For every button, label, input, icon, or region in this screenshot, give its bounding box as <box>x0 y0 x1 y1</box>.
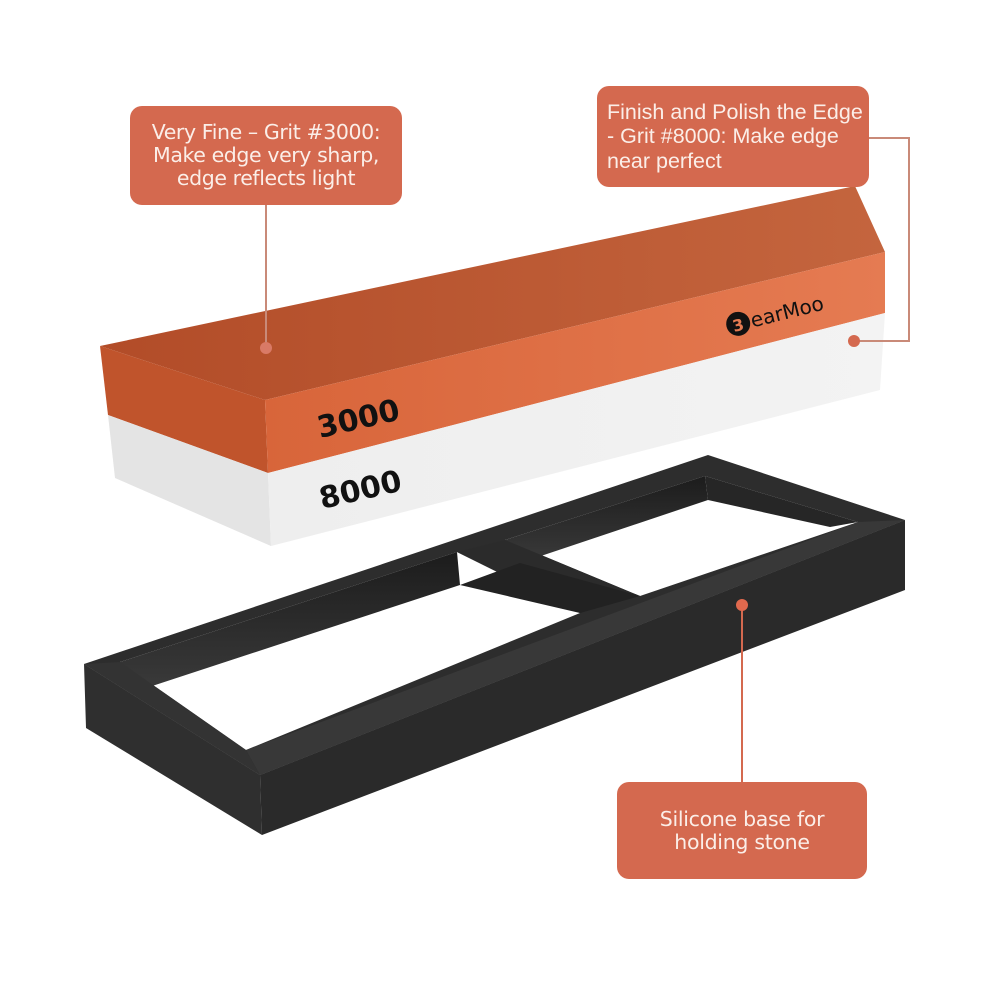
stone-front-white <box>268 313 885 546</box>
callout-grit-8000-text: Finish and Polish the Edge - Grit #8000:… <box>607 100 863 173</box>
base-inner-wall-back-left <box>120 552 460 690</box>
callout-grit-8000: Finish and Polish the Edge - Grit #8000:… <box>597 86 869 187</box>
stone-end-orange <box>100 346 268 473</box>
leader-line-8000 <box>858 137 910 342</box>
leader-dot-3000 <box>260 342 272 354</box>
callout-grit-3000-text: Very Fine – Grit #3000: Make edge very s… <box>151 120 381 190</box>
base-inner-wall-back-right <box>505 476 708 563</box>
whetstone: 3000 8000 3 earMoo <box>100 186 885 546</box>
stone-front-orange <box>265 252 885 473</box>
base-front-rim-top <box>246 520 905 775</box>
base-left-rim-top <box>84 662 260 775</box>
callout-silicone-base-text: Silicone base for holding stone <box>659 806 825 854</box>
base-opening-left <box>120 552 580 750</box>
stone-top-face <box>100 186 885 400</box>
svg-text:3: 3 <box>730 315 745 336</box>
silicone-base <box>84 455 905 835</box>
leader-lines <box>265 137 910 782</box>
leader-dot-base <box>736 599 748 611</box>
stone-end-white <box>108 415 271 546</box>
base-inner-wall-right <box>705 476 858 527</box>
leader-dot-8000 <box>848 335 860 347</box>
callout-grit-3000: Very Fine – Grit #3000: Make edge very s… <box>130 106 402 205</box>
callout-silicone-base: Silicone base for holding stone <box>617 782 867 879</box>
base-front-face <box>260 520 905 835</box>
base-end-face <box>84 664 262 835</box>
base-crossbar-shade <box>460 563 640 613</box>
brand-logo-icon <box>726 311 751 336</box>
